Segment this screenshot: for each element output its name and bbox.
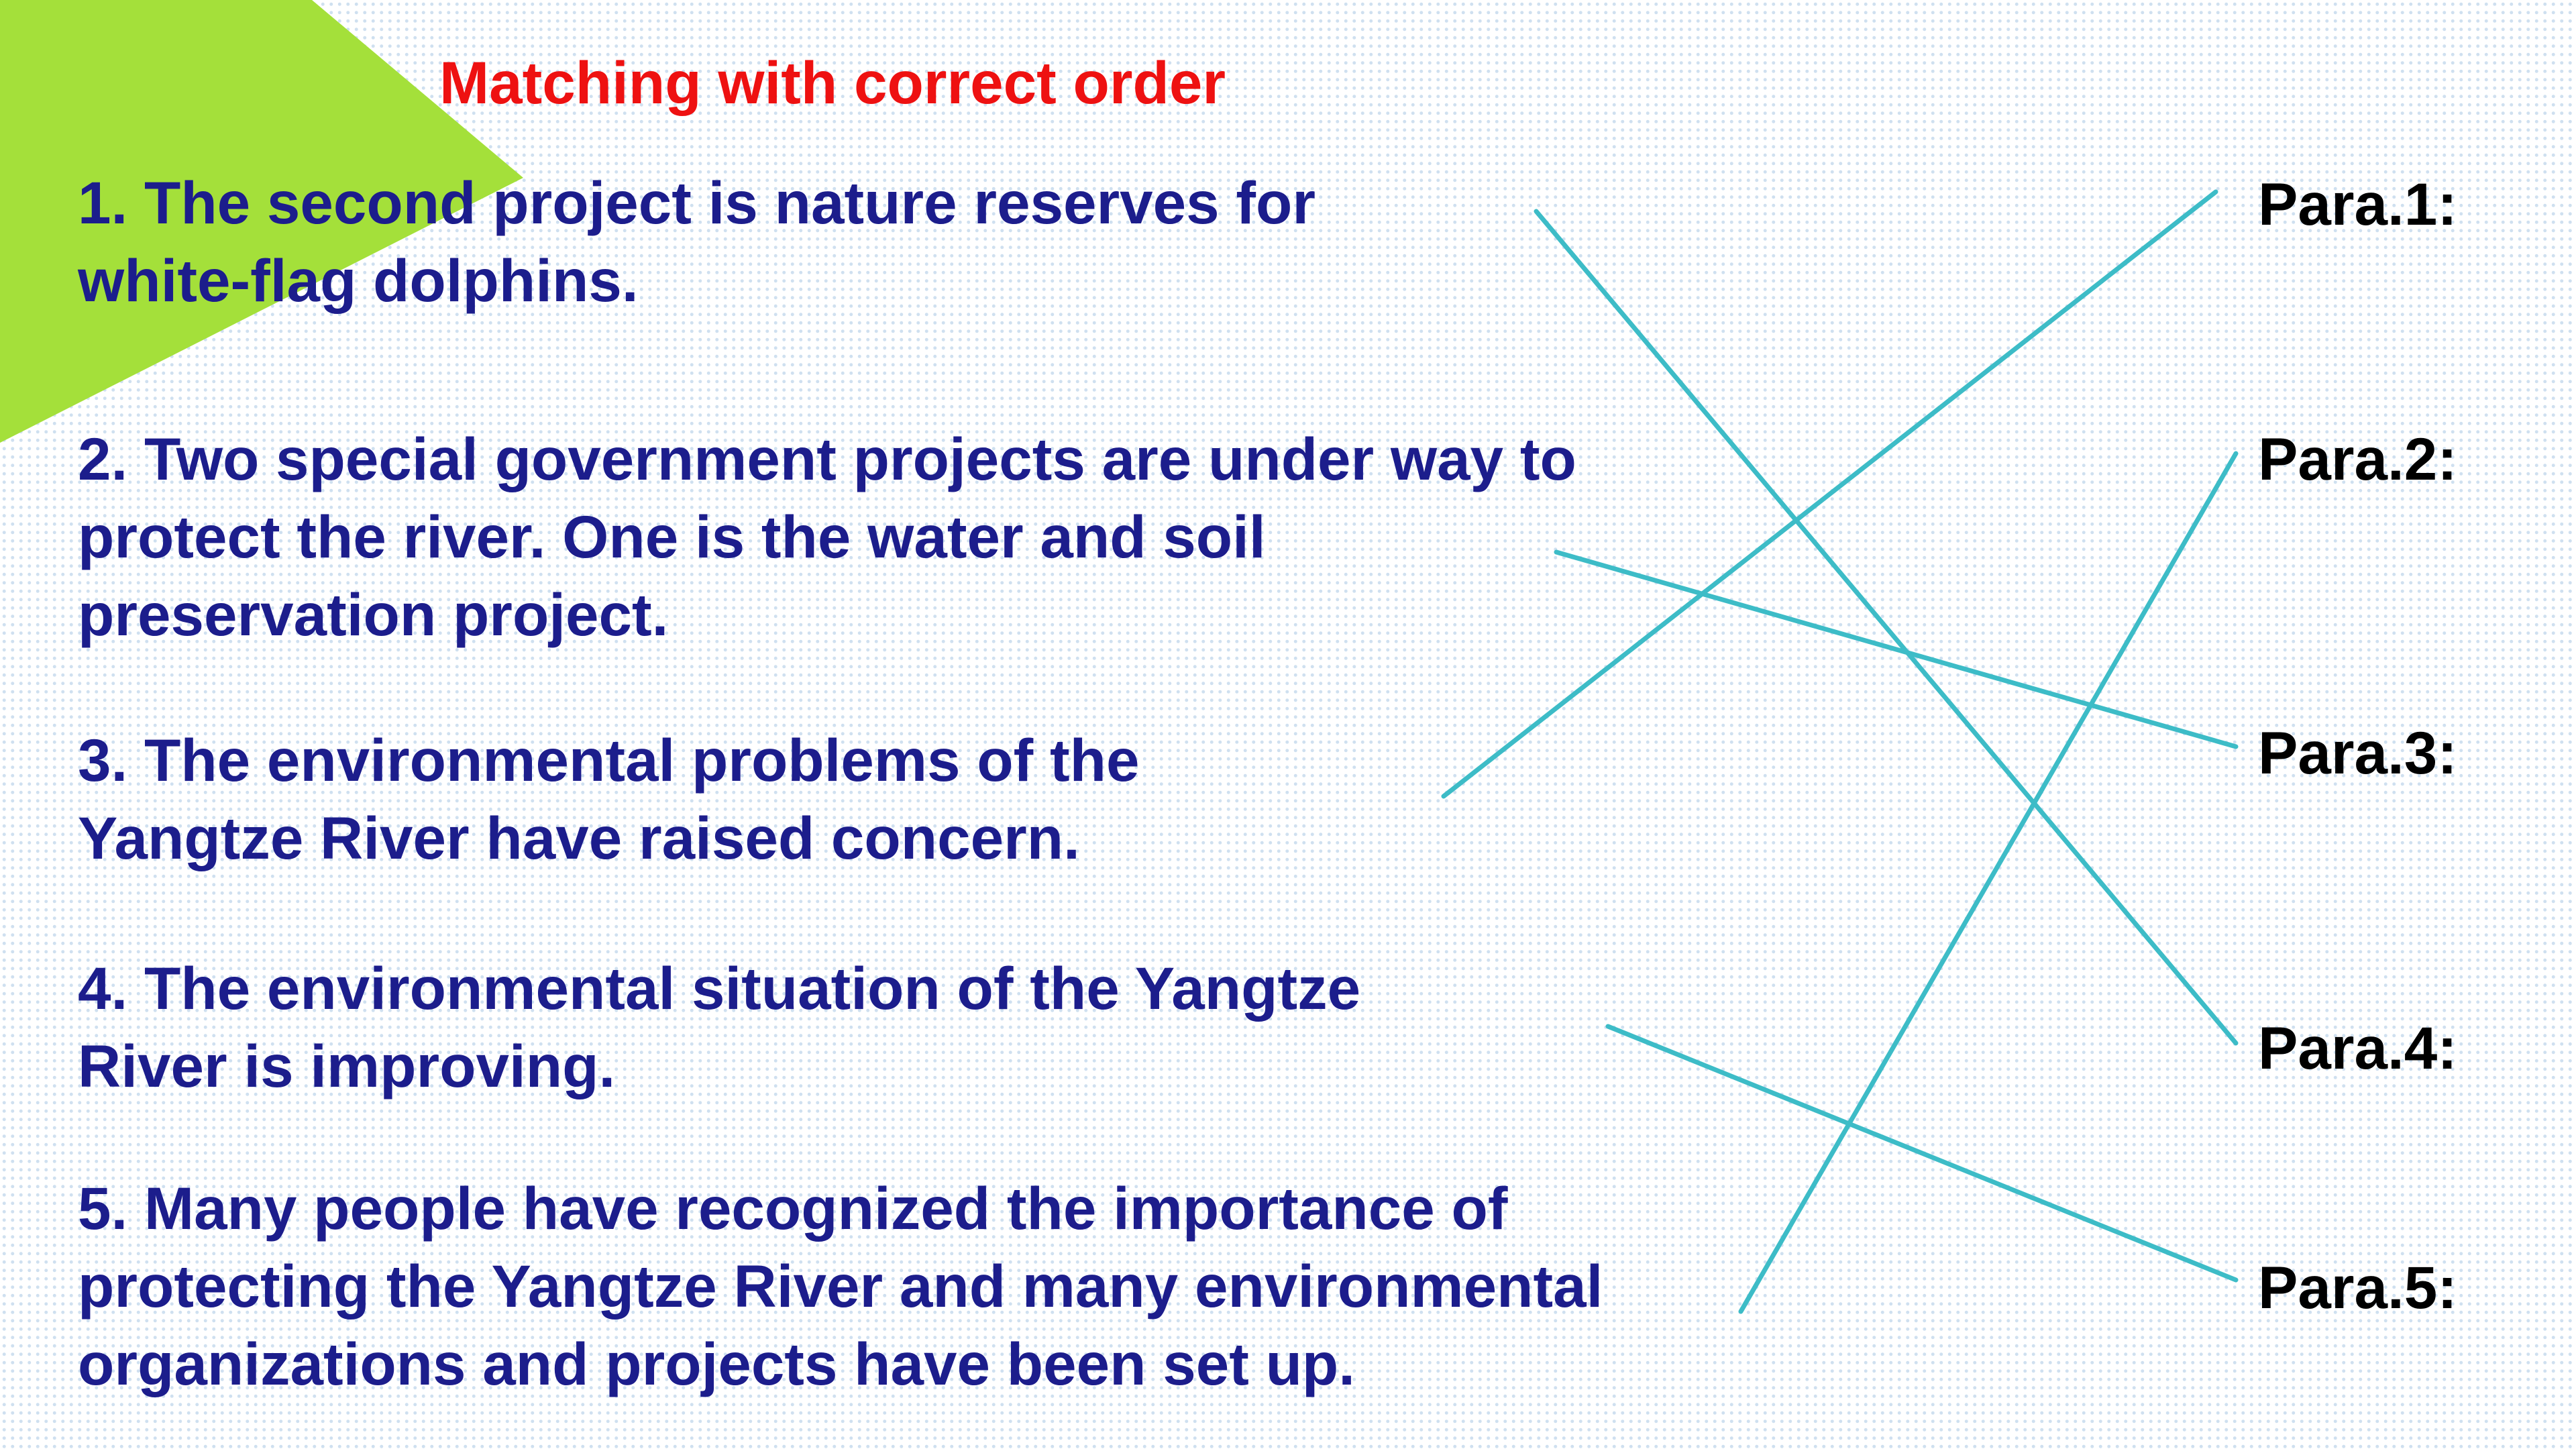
- sentence-5: 5. Many people have recognized the impor…: [78, 1175, 1603, 1397]
- paragraph-label-2: Para.2:: [2258, 425, 2457, 492]
- match-line-2-to-para-3: [1554, 549, 2239, 749]
- paragraph-label-1: Para.1:: [2258, 170, 2457, 237]
- sentence-4: 4. The environmental situation of the Ya…: [78, 955, 1361, 1099]
- page-title: Matching with correct order: [439, 49, 1226, 116]
- match-line-1-to-para-4: [1534, 209, 2239, 1046]
- paragraph-label-4: Para.4:: [2258, 1014, 2457, 1081]
- match-line-3-to-para-1: [1441, 189, 2218, 799]
- green-triangle: [0, 0, 523, 443]
- sentence-3: 3. The environmental problems of the Yan…: [78, 727, 1140, 871]
- sentence-1: 1. The second project is nature reserves…: [78, 169, 1316, 314]
- paragraph-label-5: Para.5:: [2258, 1254, 2457, 1321]
- paragraph-label-3: Para.3:: [2258, 719, 2457, 786]
- corner-decoration: [0, 0, 523, 443]
- match-line-5-to-para-2: [1738, 451, 2239, 1314]
- match-line-4-to-para-5: [1605, 1024, 2239, 1283]
- sentence-2: 2. Two special government projects are u…: [78, 425, 1576, 648]
